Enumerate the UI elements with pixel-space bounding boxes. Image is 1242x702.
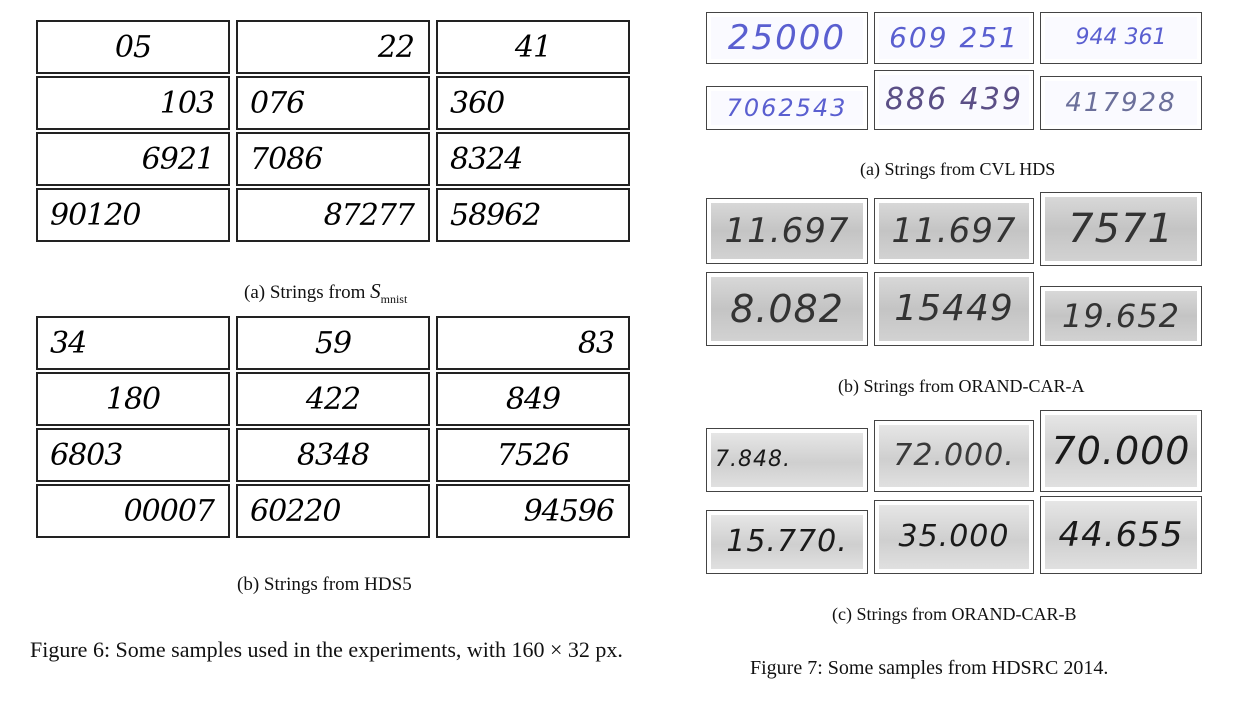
orand-b-sample: 70.000 (1040, 410, 1202, 492)
hds5-sample: 180 (36, 372, 230, 426)
smnist-sample: 6921 (36, 132, 230, 186)
sample-digits: 7062543 (726, 94, 848, 122)
cvl-sample: 609 251 (874, 12, 1034, 64)
orand-a-sample: 11.697 (706, 198, 868, 264)
sample-digits: 83 (577, 325, 615, 361)
smnist-sample: 41 (436, 20, 630, 74)
sample-digits: 19.652 (1062, 297, 1180, 335)
sample-digits: 180 (105, 381, 161, 417)
smnist-sample: 103 (36, 76, 230, 130)
cvl-sample: 944 361 (1040, 12, 1202, 64)
sample-digits: 15.770. (726, 524, 848, 559)
sample-digits: 60220 (250, 493, 341, 529)
sample-digits: 417928 (1065, 88, 1177, 118)
cvl-sample: 7062543 (706, 86, 868, 130)
sample-digits: 11.697 (891, 211, 1017, 251)
sample-digits: 886 439 (884, 82, 1024, 117)
caption-prefix: (a) Strings from (244, 282, 371, 303)
smnist-sample: 58962 (436, 188, 630, 242)
orand-b-sample: 15.770. (706, 510, 868, 574)
sample-digits: 94596 (523, 493, 615, 529)
orand-b-sample: 35.000 (874, 500, 1034, 574)
sample-digits: 70.000 (1051, 429, 1191, 473)
sample-digits: 15449 (894, 288, 1014, 329)
sample-digits: 87277 (323, 197, 415, 233)
hds5-caption: (b) Strings from HDS5 (237, 574, 412, 595)
sample-digits: 72.000. (893, 438, 1015, 473)
smnist-caption: (a) Strings from Smnist (244, 279, 407, 307)
sample-digits: 609 251 (889, 21, 1019, 54)
hds5-sample: 8348 (236, 428, 430, 482)
sample-digits: 6803 (50, 437, 123, 473)
sample-digits: 59 (314, 325, 352, 361)
smnist-sample: 90120 (36, 188, 230, 242)
sample-digits: 7086 (250, 141, 323, 177)
hds5-grid: 34 59 83 180 422 849 6803 8348 7526 0000… (36, 316, 632, 538)
sample-digits: 422 (305, 381, 361, 417)
orand-a-sample: 11.697 (874, 198, 1034, 264)
orand-b-sample: 44.655 (1040, 496, 1202, 574)
caption-subscript: mnist (380, 291, 408, 306)
smnist-sample: 8324 (436, 132, 630, 186)
hds5-sample: 60220 (236, 484, 430, 538)
sample-digits: 944 361 (1075, 25, 1167, 50)
sample-digits: 22 (377, 29, 415, 65)
hds5-sample: 59 (236, 316, 430, 370)
orand-a-sample: 19.652 (1040, 286, 1202, 346)
sample-digits: 90120 (50, 197, 141, 233)
cvl-caption: (a) Strings from CVL HDS (860, 159, 1056, 179)
smnist-sample: 05 (36, 20, 230, 74)
sample-digits: 8.082 (730, 287, 844, 331)
hds5-sample: 00007 (36, 484, 230, 538)
smnist-grid: 05 22 41 103 076 360 6921 7086 8324 9012… (36, 20, 632, 242)
cvl-sample: 417928 (1040, 76, 1202, 130)
cvl-sample: 25000 (706, 12, 868, 64)
orand-a-sample: 7571 (1040, 192, 1202, 266)
sample-digits: 41 (514, 29, 552, 65)
sample-digits: 58962 (450, 197, 541, 233)
sample-digits: 8348 (296, 437, 370, 473)
hds5-sample: 422 (236, 372, 430, 426)
hds5-sample: 83 (436, 316, 630, 370)
orand-a-sample: 8.082 (706, 272, 868, 346)
sample-digits: 360 (450, 85, 505, 121)
sample-digits: 6921 (141, 141, 215, 177)
smnist-sample: 22 (236, 20, 430, 74)
orand-a-caption: (b) Strings from ORAND-CAR-A (838, 376, 1085, 396)
sample-digits: 076 (250, 85, 305, 121)
sample-digits: 44.655 (1058, 515, 1184, 555)
sample-digits: 34 (50, 325, 87, 361)
sample-digits: 25000 (727, 18, 847, 58)
sample-digits: 7.848. (715, 447, 791, 472)
orand-b-sample: 72.000. (874, 420, 1034, 492)
sample-digits: 849 (505, 381, 561, 417)
orand-b-sample: 7.848. (706, 428, 868, 492)
sample-digits: 7571 (1068, 206, 1174, 252)
hds5-sample: 849 (436, 372, 630, 426)
orand-a-sample: 15449 (874, 272, 1034, 346)
sample-digits: 00007 (123, 493, 215, 529)
smnist-sample: 076 (236, 76, 430, 130)
sample-digits: 35.000 (898, 519, 1010, 554)
figure6-caption: Figure 6: Some samples used in the exper… (30, 637, 623, 662)
orand-b-caption: (c) Strings from ORAND-CAR-B (832, 604, 1077, 624)
sample-digits: 103 (159, 85, 215, 121)
smnist-sample: 360 (436, 76, 630, 130)
figure7-caption: Figure 7: Some samples from HDSRC 2014. (750, 657, 1109, 679)
smnist-sample: 87277 (236, 188, 430, 242)
smnist-sample: 7086 (236, 132, 430, 186)
caption-symbol: S (370, 279, 381, 303)
sample-digits: 7526 (496, 437, 570, 473)
sample-digits: 8324 (450, 141, 523, 177)
hds5-sample: 34 (36, 316, 230, 370)
cvl-sample: 886 439 (874, 70, 1034, 130)
hds5-sample: 94596 (436, 484, 630, 538)
hds5-sample: 6803 (36, 428, 230, 482)
sample-digits: 05 (114, 29, 152, 65)
hds5-sample: 7526 (436, 428, 630, 482)
sample-digits: 11.697 (724, 211, 850, 251)
